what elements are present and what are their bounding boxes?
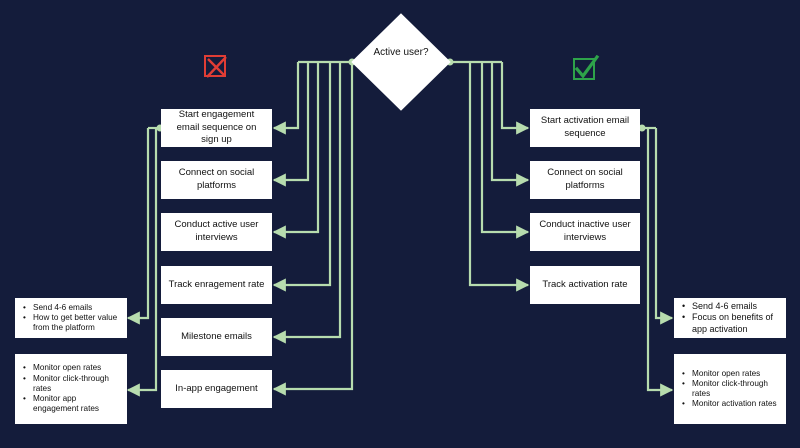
- cross-box-icon: [203, 54, 229, 80]
- left-connector-4: [272, 62, 332, 292]
- left-note-1: Send 4-6 emails How to get better value …: [15, 298, 127, 338]
- right-step-2: Connect on social platforms: [530, 161, 640, 199]
- list-item: Monitor activation rates: [682, 399, 780, 410]
- left-step-2: Connect on social platforms: [161, 161, 272, 199]
- left-connector-3: [272, 62, 320, 239]
- right-notes-junction-dot: [638, 124, 646, 132]
- left-step-1-label: Start engagement email sequence on sign …: [176, 108, 257, 146]
- left-notes-connector-2: [126, 128, 158, 397]
- left-connector-1: [272, 62, 300, 135]
- right-note-1-list: Send 4-6 emails Focus on benefits of app…: [680, 301, 780, 335]
- check-box-icon: [572, 54, 600, 83]
- right-step-4: Track activation rate: [530, 266, 640, 304]
- right-step-4-label: Track activation rate: [542, 278, 628, 290]
- list-item: Focus on benefits of app activation: [682, 312, 780, 335]
- list-item: Send 4-6 emails: [682, 301, 780, 313]
- right-notes-connector-1: [654, 128, 674, 325]
- list-item: Monitor open rates: [23, 363, 121, 374]
- right-note-2: Monitor open rates Monitor click-through…: [674, 354, 786, 424]
- left-step-6: In-app engagement: [161, 370, 272, 408]
- list-item: Monitor app engagement rates: [23, 394, 121, 415]
- list-item: How to get better value from the platfor…: [23, 313, 121, 334]
- right-connector-2: [490, 62, 530, 187]
- left-step-4: Track enragement rate: [161, 266, 272, 304]
- list-item: Monitor click-through rates: [23, 374, 121, 395]
- list-item: Monitor click-through rates: [682, 379, 780, 400]
- left-connector-5: [272, 62, 342, 344]
- right-notes-connector-2: [646, 128, 674, 397]
- right-connector-3: [480, 62, 530, 239]
- left-step-4-label: Track enragement rate: [168, 278, 265, 290]
- right-step-3: Conduct inactive user interviews: [530, 213, 640, 251]
- right-connector-4: [468, 62, 530, 292]
- left-note-2-list: Monitor open rates Monitor click-through…: [21, 363, 121, 414]
- decision-label: Active user?: [373, 47, 429, 58]
- right-connector-1: [500, 62, 530, 135]
- left-step-5: Milestone emails: [161, 318, 272, 356]
- right-step-1: Start activation email sequence: [530, 109, 640, 147]
- left-step-3: Conduct active user interviews: [161, 213, 272, 251]
- left-step-6-label: In-app engagement: [175, 382, 258, 394]
- left-notes-connector-1: [126, 128, 150, 325]
- right-step-1-label: Start activation email sequence: [540, 115, 630, 139]
- list-item: Monitor open rates: [682, 369, 780, 380]
- right-note-1: Send 4-6 emails Focus on benefits of app…: [674, 298, 786, 338]
- left-note-2: Monitor open rates Monitor click-through…: [15, 354, 127, 424]
- left-connector-6: [272, 62, 354, 396]
- right-note-2-list: Monitor open rates Monitor click-through…: [680, 369, 780, 410]
- list-item: Send 4-6 emails: [23, 303, 121, 314]
- left-connector-2: [272, 62, 310, 187]
- decision-diamond: [351, 13, 451, 111]
- left-step-5-label: Milestone emails: [181, 330, 252, 342]
- right-step-3-label: Conduct inactive user interviews: [539, 219, 631, 243]
- right-step-2-label: Connect on social platforms: [547, 167, 623, 191]
- left-note-1-list: Send 4-6 emails How to get better value …: [21, 303, 121, 334]
- left-step-1: Start engagement email sequence on sign …: [161, 109, 272, 147]
- left-step-3-label: Conduct active user interviews: [174, 219, 259, 243]
- left-step-2-label: Connect on social platforms: [178, 167, 255, 191]
